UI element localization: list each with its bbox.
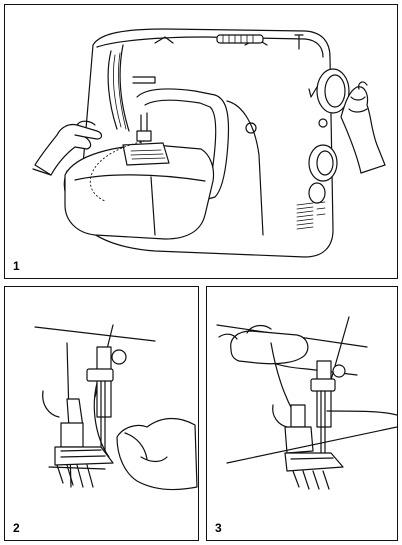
panel-number-1: 1 xyxy=(13,259,20,273)
needle-threading-illustration-left xyxy=(34,324,198,491)
figure-panel-3: 3 xyxy=(206,286,398,541)
panel-number-3: 3 xyxy=(215,521,222,535)
sewing-machine-illustration xyxy=(32,28,386,258)
needle-threading-illustration-right xyxy=(216,316,397,490)
figure-panel-2: 2 xyxy=(4,286,199,541)
figure-panel-1: 1 xyxy=(4,4,398,279)
panel-number-2: 2 xyxy=(13,521,20,535)
